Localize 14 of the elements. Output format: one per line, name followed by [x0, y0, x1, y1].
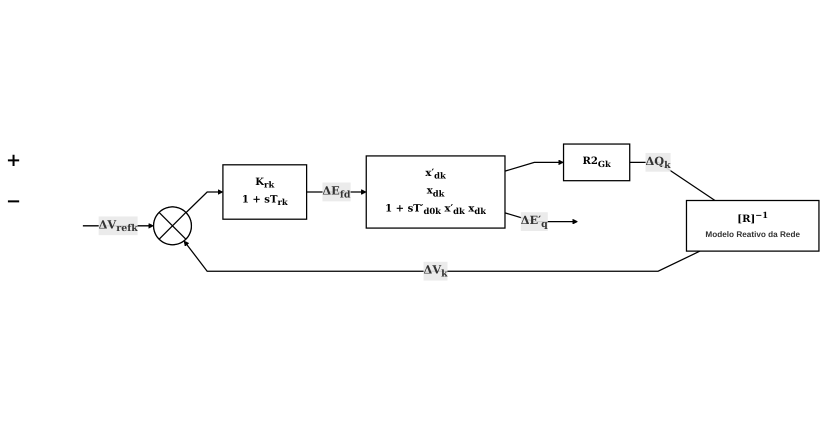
- edge-label: ΔQ$_{k}$: [645, 154, 671, 170]
- arrow: [184, 240, 700, 272]
- arrow: [504, 159, 564, 172]
- arrow: [186, 188, 224, 213]
- sign-label: +: [6, 150, 22, 171]
- edge-label: ΔV$_{k}$: [424, 263, 448, 279]
- node-box: R2$_{Gk}$: [562, 143, 630, 181]
- sign-label: −: [6, 191, 22, 212]
- node-box: [R]$^{−1}$ Modelo Reativo da Rede: [686, 200, 820, 252]
- edge-label: ΔE$_{fd}$: [322, 184, 350, 200]
- edge-label: ΔV$_{refk}$: [98, 218, 138, 234]
- node-box: x′$_{dk}$ x$_{dk}$ 1 + sT′$_{d0k}$ x′$_{dk}$ x$_{dk}$: [366, 154, 506, 228]
- node-box: K$_{rk}$ 1 + sT$_{rk}$: [222, 164, 308, 220]
- edge-label: ΔE′$_{q}$: [520, 214, 548, 230]
